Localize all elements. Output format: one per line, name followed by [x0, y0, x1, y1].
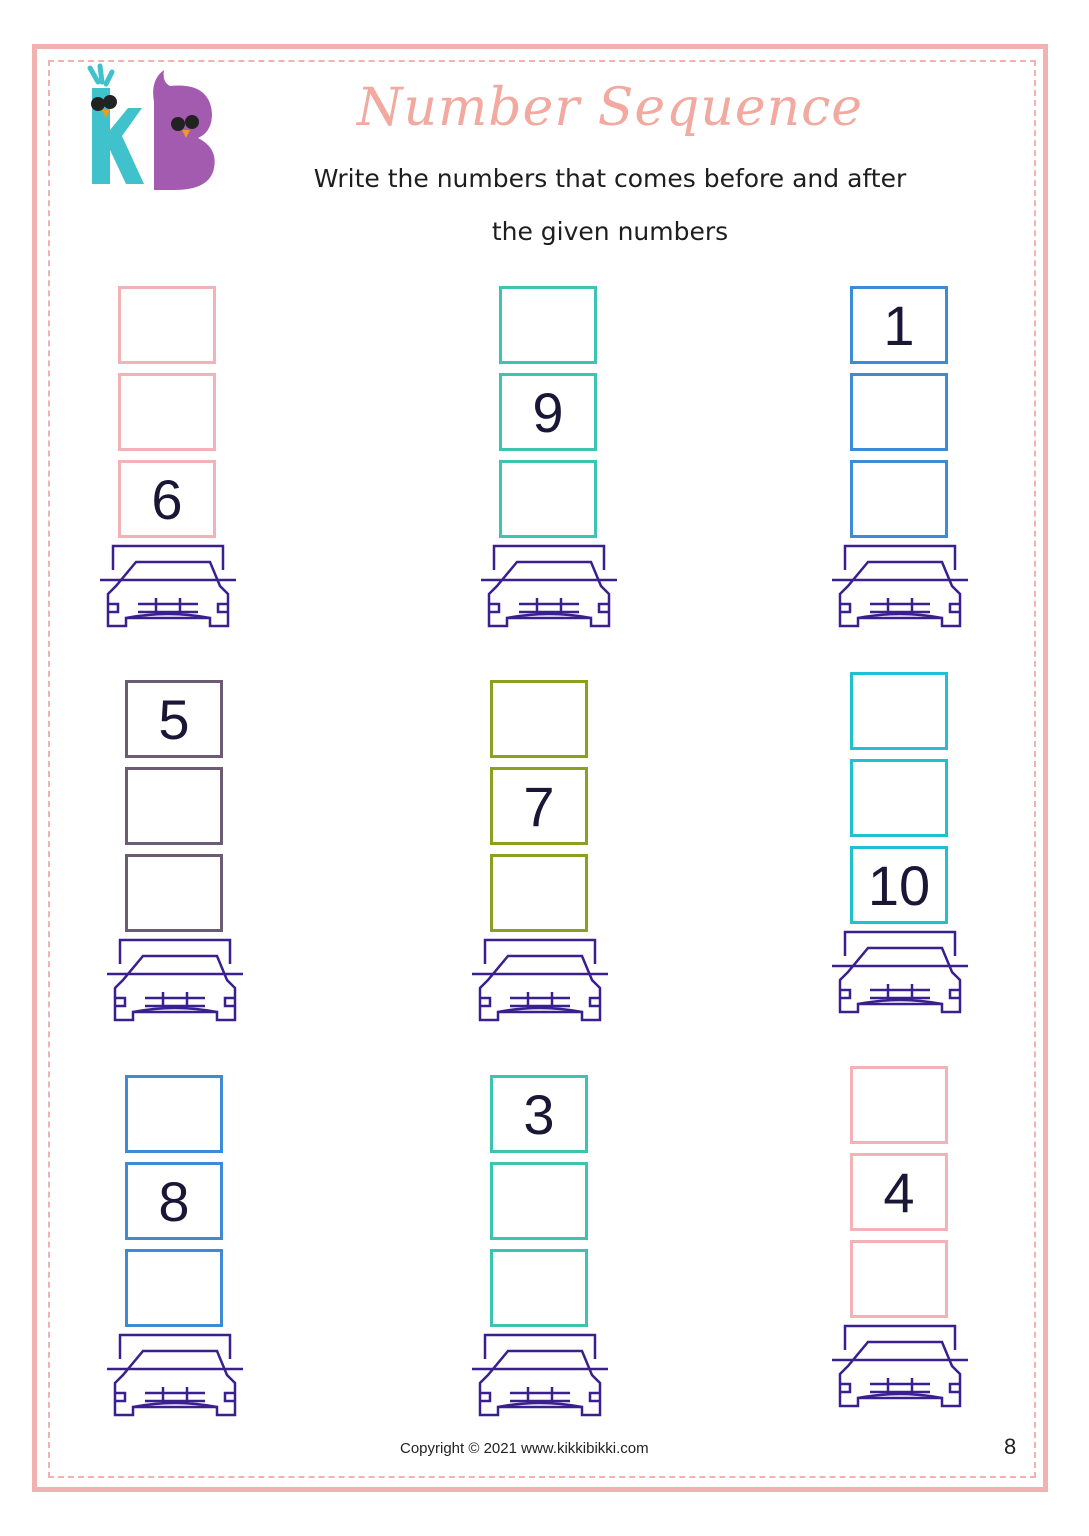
inner-dashed-border	[48, 60, 1036, 1478]
answer-box[interactable]	[490, 854, 588, 932]
answer-box[interactable]	[499, 286, 597, 364]
answer-box[interactable]	[850, 1066, 948, 1144]
answer-box[interactable]	[125, 1249, 223, 1327]
outer-border	[32, 44, 1048, 1492]
instructions-line-1: Write the numbers that comes before and …	[313, 164, 907, 193]
car-icon	[98, 544, 238, 636]
car-icon	[105, 1333, 245, 1425]
given-number-box: 5	[125, 680, 223, 758]
given-number-box: 9	[499, 373, 597, 451]
kb-logo	[87, 63, 215, 190]
car-icon	[830, 1324, 970, 1416]
car-icon	[830, 544, 970, 636]
answer-box[interactable]	[118, 373, 216, 451]
page-number: 8	[1004, 1434, 1017, 1459]
given-number-box: 6	[118, 460, 216, 538]
copyright-text: Copyright © 2021 www.kikkibikki.com	[400, 1440, 649, 1457]
answer-box[interactable]	[850, 672, 948, 750]
car-icon	[470, 938, 610, 1030]
car-icon	[479, 544, 619, 636]
answer-box[interactable]	[850, 460, 948, 538]
answer-box[interactable]	[490, 680, 588, 758]
given-number-box: 4	[850, 1153, 948, 1231]
given-number-box: 1	[850, 286, 948, 364]
car-icon	[830, 930, 970, 1022]
answer-box[interactable]	[850, 373, 948, 451]
answer-box[interactable]	[125, 854, 223, 932]
answer-box[interactable]	[850, 759, 948, 837]
answer-box[interactable]	[499, 460, 597, 538]
answer-box[interactable]	[850, 1240, 948, 1318]
given-number-box: 3	[490, 1075, 588, 1153]
given-number-box: 10	[850, 846, 948, 924]
answer-box[interactable]	[125, 1075, 223, 1153]
given-number-box: 8	[125, 1162, 223, 1240]
answer-box[interactable]	[490, 1249, 588, 1327]
car-icon	[105, 938, 245, 1030]
answer-box[interactable]	[490, 1162, 588, 1240]
car-icon	[470, 1333, 610, 1425]
page-title: Number Sequence	[356, 78, 864, 138]
answer-box[interactable]	[125, 767, 223, 845]
answer-box[interactable]	[118, 286, 216, 364]
given-number-box: 7	[490, 767, 588, 845]
instructions-line-2: the given numbers	[491, 217, 729, 246]
